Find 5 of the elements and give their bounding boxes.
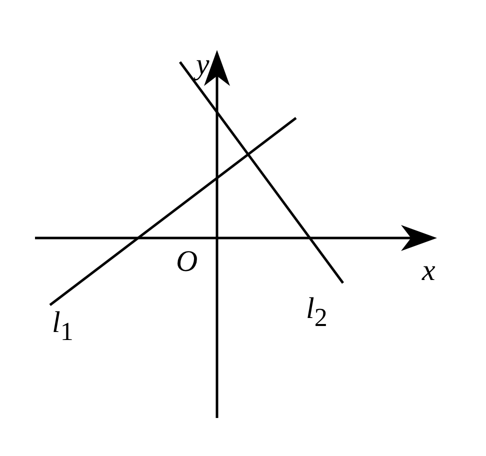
origin-label: O	[176, 247, 198, 277]
line-label: l$_{1}$	[52, 308, 74, 345]
axis-label: y	[196, 50, 210, 80]
line-label: l$_{2}$	[306, 294, 328, 331]
axis-label: x	[422, 256, 436, 286]
